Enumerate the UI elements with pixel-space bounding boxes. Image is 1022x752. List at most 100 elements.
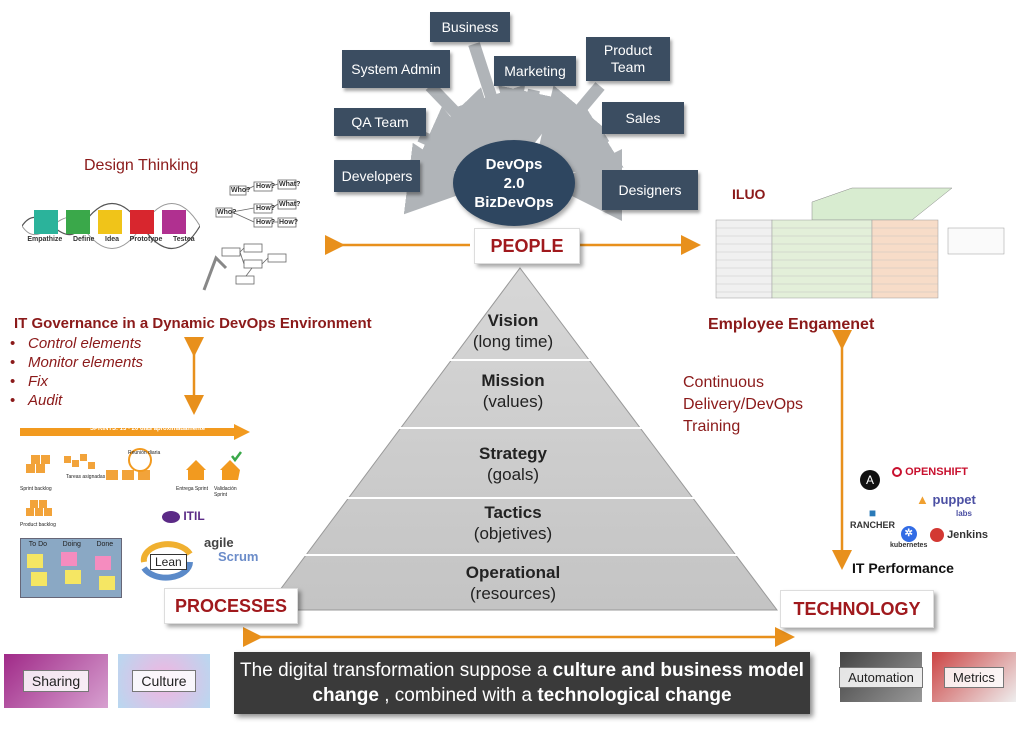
tactics-sub: (objetives)	[473, 524, 553, 543]
sales-label: Sales	[625, 109, 661, 126]
transformation-banner: The digital transformation suppose a cul…	[234, 652, 810, 714]
design-thinking-title: Design Thinking	[84, 157, 199, 174]
sharing-tile: Sharing	[4, 654, 108, 708]
banner-bold-2: technological change	[537, 685, 732, 706]
governance-item-control: Control elements	[10, 334, 143, 353]
openshift-icon	[892, 467, 902, 478]
processes-text: PROCESSES	[174, 595, 288, 616]
tactics-title: Tactics	[484, 503, 542, 522]
kubernetes-logo: ✲ kubernetes	[890, 526, 927, 549]
sprint-flow-icons	[26, 448, 242, 516]
marketing-box: Marketing	[494, 56, 576, 86]
business-box: Business	[430, 12, 510, 42]
designers-label: Designers	[618, 181, 682, 198]
product-backlog-label: Product backlog	[20, 522, 56, 528]
devops-center-oval: DevOps 2.0 BizDevOps	[453, 140, 575, 226]
center-line-3: BizDevOps	[474, 193, 554, 211]
governance-list: Control elements Monitor elements Fix Au…	[10, 334, 143, 410]
step-empathize: Empathize	[27, 236, 63, 243]
kanban-sticky-notes-icon	[27, 552, 115, 590]
ansible-icon: A	[860, 470, 880, 490]
metrics-tile: Metrics	[932, 652, 1016, 702]
scrum-text: Scrum	[218, 549, 259, 564]
governance-item-fix: Fix	[10, 372, 143, 391]
product-team-label-1: Product	[603, 42, 653, 58]
people-label: PEOPLE	[474, 228, 580, 264]
puppet-labs-text: labs	[956, 509, 973, 518]
continuous-line-3: Training	[683, 418, 741, 435]
developers-label: Developers	[341, 167, 413, 184]
governance-item-monitor: Monitor elements	[10, 353, 143, 372]
sprint-arrow-icon	[20, 424, 250, 440]
iluo-matrix	[712, 182, 1018, 302]
design-thinking-graphic: Empathize Define Idea Prototype Testea	[21, 196, 201, 254]
processes-label: PROCESSES	[164, 588, 298, 624]
center-line-2: 2.0	[503, 174, 525, 192]
employee-engagement-title: Employee Engamenet	[708, 316, 875, 333]
sprint-bar: SPRINTS: 15 - 20 días aproximadamente	[20, 424, 250, 440]
rancher-icon: ■	[868, 506, 877, 520]
sprint-flow: Sprint backlog Tareas asignadas Reunión …	[20, 446, 250, 536]
continuous-delivery-text: Continuous Delivery/DevOps Training	[683, 372, 803, 438]
puppet-logo: ▲ puppet labs	[916, 492, 976, 520]
business-label: Business	[441, 18, 499, 35]
tareas-asignadas-label: Tareas asignadas	[66, 474, 106, 480]
design-steps: Empathize Define Idea Prototype Testea	[22, 236, 200, 243]
validacion-sprint-label: Validación Sprint	[214, 486, 237, 498]
mindmap-who-2: Who?	[217, 209, 237, 216]
team-arrows	[403, 42, 624, 221]
mindmap-who-1: Who?	[231, 187, 251, 194]
governance-item-audit: Audit	[10, 391, 143, 410]
product-team-label-2: Team	[610, 59, 646, 75]
kanban-headers: To Do Doing Done	[21, 541, 121, 548]
agile-scrum-logo: agile Scrum	[204, 536, 258, 564]
continuous-line-2: Delivery/DevOps	[683, 396, 804, 413]
pyramid-level-tactics: Tactics (objetives)	[413, 502, 613, 544]
iluo-matrix-icon	[715, 187, 1005, 299]
system-admin-box: System Admin	[342, 50, 450, 88]
operational-title: Operational	[465, 563, 561, 582]
qa-team-label: QA Team	[351, 113, 409, 130]
openshift-text: OPENSHIFT	[905, 466, 969, 478]
mission-title: Mission	[481, 371, 545, 390]
product-team-box: Product Team	[586, 37, 670, 81]
step-define: Define	[72, 236, 95, 243]
mindmap-how-2: How?	[256, 205, 276, 212]
strategy-title: Strategy	[478, 444, 548, 463]
kanban-done: Done	[96, 541, 114, 548]
openshift-logo: OPENSHIFT	[892, 466, 968, 478]
puppet-text: puppet	[932, 492, 976, 507]
mind-map: Who? How? What? Who? How? How? What? How…	[196, 178, 308, 298]
lean-cycle-icon	[140, 541, 193, 581]
design-thinking-wave-icon	[21, 202, 201, 250]
pyramid-level-mission: Mission (values)	[413, 370, 613, 412]
entrega-sprint-label: Entrega Sprint	[176, 486, 208, 492]
jenkins-text: Jenkins	[947, 528, 989, 541]
lean-logo: Lean	[136, 540, 198, 582]
step-prototype: Prototype	[129, 236, 163, 243]
rancher-logo: ■ RANCHER	[850, 506, 895, 530]
mission-sub: (values)	[482, 392, 544, 411]
step-idea: Idea	[105, 236, 120, 243]
jenkins-logo: Jenkins	[930, 528, 988, 542]
pyramid-level-vision: Vision (long time)	[413, 310, 613, 352]
system-admin-label: System Admin	[351, 60, 441, 77]
culture-label: Culture	[132, 670, 196, 692]
operational-sub: (resources)	[470, 584, 556, 603]
vision-sub: (long time)	[472, 332, 554, 351]
reunion-diaria-label: Reunión diaria	[128, 450, 161, 456]
iluo-title: ILUO	[732, 186, 766, 202]
agile-text: agile	[204, 535, 234, 550]
kanban-board: To Do Doing Done	[20, 538, 122, 598]
mindmap-how-3: How?	[256, 219, 276, 226]
strategy-sub: (goals)	[487, 465, 539, 484]
banner-text-2: , combined with a	[378, 685, 538, 706]
itil-text: ITIL	[183, 509, 205, 523]
designers-box: Designers	[602, 170, 698, 210]
automation-label: Automation	[839, 666, 923, 688]
orange-connectors	[184, 235, 852, 647]
sales-box: Sales	[602, 102, 684, 134]
continuous-line-1: Continuous	[683, 374, 764, 391]
mindmap-how-1: How?	[256, 183, 276, 190]
